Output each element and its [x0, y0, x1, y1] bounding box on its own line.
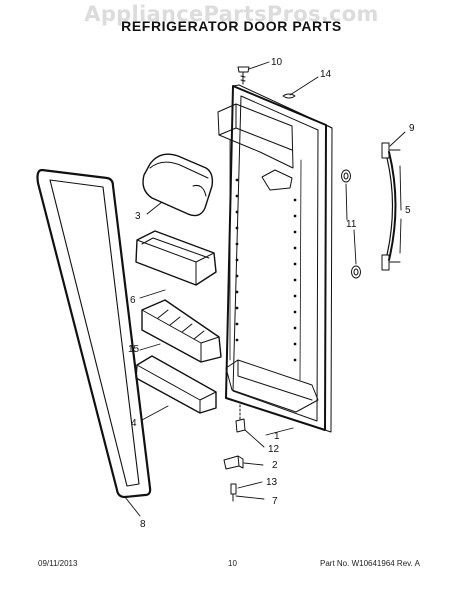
door-handle	[381, 142, 401, 271]
hinge-screw	[237, 66, 250, 85]
watermark-text: AppliancePartsPros.com	[84, 2, 379, 26]
callout-12: 12	[268, 444, 280, 455]
trim-pieces	[341, 169, 361, 279]
callout-11: 11	[346, 219, 357, 230]
refrigerator-door	[217, 84, 333, 433]
callout-13: 13	[266, 477, 278, 488]
door-cap	[282, 93, 296, 99]
callout-10: 10	[271, 57, 283, 68]
callout-5: 5	[405, 205, 411, 216]
callout-2: 2	[272, 460, 278, 471]
leader-lines	[124, 61, 406, 517]
lower-hinge	[223, 404, 246, 502]
footer-page-number: 10	[228, 559, 237, 568]
footer-date: 09/11/2013	[38, 559, 78, 568]
callout-1: 1	[274, 431, 280, 442]
door-bin	[135, 230, 217, 286]
callout-7: 7	[272, 496, 278, 507]
dairy-door	[142, 153, 214, 217]
door-shelf	[135, 355, 217, 414]
callout-9: 9	[409, 123, 415, 134]
callout-3: 3	[135, 211, 141, 222]
callout-6: 6	[130, 295, 136, 306]
callout-15: 15	[128, 344, 140, 355]
footer-part-number: Part No. W10641964 Rev. A	[320, 559, 420, 568]
callout-4: 4	[131, 418, 137, 429]
diagram-title: REFRIGERATOR DOOR PARTS	[121, 18, 342, 34]
callout-14: 14	[320, 69, 332, 80]
callout-8: 8	[140, 519, 146, 530]
can-rack	[141, 299, 222, 363]
door-gasket	[36, 168, 152, 499]
